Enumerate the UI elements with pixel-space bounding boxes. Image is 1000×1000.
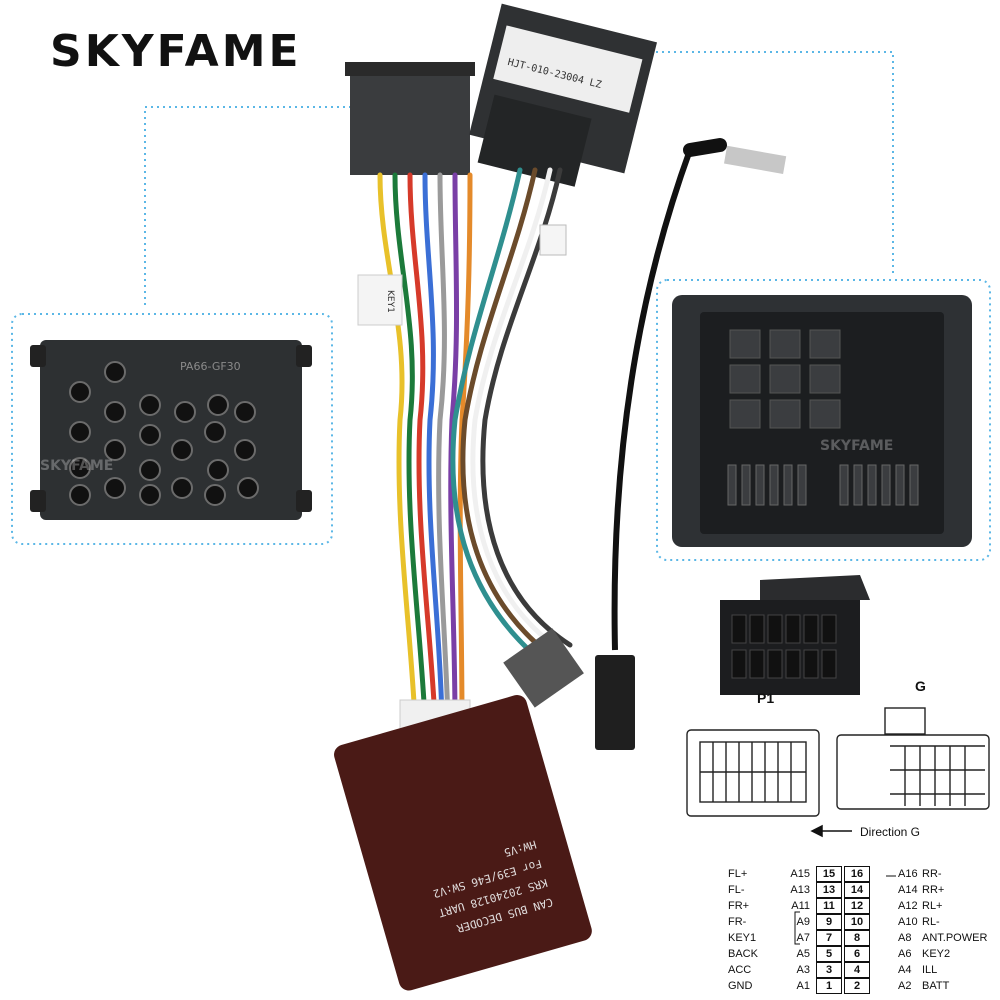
pin-row: FL+ A15 15 16 A16 RR- — [728, 866, 998, 882]
pin-right-number: 8 — [844, 930, 870, 946]
pin-left-label: GND — [728, 980, 753, 992]
pin-right-label: ANT.POWER — [922, 932, 988, 944]
pin-left-number: 7 — [816, 930, 842, 946]
blade-connector: SKYFAME — [672, 295, 972, 547]
pin-right-number: 6 — [844, 946, 870, 962]
pin-right-code: A8 — [898, 932, 912, 944]
pin-row: ACC A3 3 4 A4 ILL — [728, 962, 998, 978]
pin-left-number: 1 — [816, 978, 842, 994]
pin-right-label: RR- — [922, 868, 942, 880]
pin-right-code: A4 — [898, 964, 912, 976]
callout-box-right — [656, 279, 991, 561]
g-drawing — [836, 707, 990, 810]
pin-left-code: A1 — [796, 980, 810, 992]
pin-left-label: BACK — [728, 948, 758, 960]
p1-label: P1 — [757, 690, 775, 706]
pin-row: FR+ A11 11 12 A12 RL+ — [728, 898, 998, 914]
pin-right-code: A16 — [898, 868, 918, 880]
pin-left-number: 5 — [816, 946, 842, 962]
wire-bundle — [377, 167, 573, 723]
pin-left-label: ACC — [728, 964, 752, 976]
direction-arrow — [810, 824, 852, 838]
pin-left-label: FR- — [728, 916, 747, 928]
pin-right-number: 14 — [844, 882, 870, 898]
pin-left-number: 9 — [816, 914, 842, 930]
pin-left-number: 13 — [816, 882, 842, 898]
pin-left-code: A13 — [790, 884, 810, 896]
pin-left-code: A7 — [796, 932, 810, 944]
pin-row: GND A1 1 2 A2 BATT — [728, 978, 998, 994]
pin-right-code: A6 — [898, 948, 912, 960]
watermark-right: SKYFAME — [820, 438, 893, 454]
pin-assignment-table: FL+ A15 15 16 A16 RR- FL- A13 13 14 A14 … — [728, 866, 998, 994]
antenna-cable — [595, 138, 787, 750]
callout-line-right — [590, 51, 894, 275]
round-pin-connector: PA66-GF30 SKYFAME — [30, 340, 312, 520]
grey-connector — [503, 628, 584, 708]
pin-right-code: A10 — [898, 916, 918, 928]
pin-right-number: 16 — [844, 866, 870, 882]
pin-left-number: 11 — [816, 898, 842, 914]
pin-right-number: 10 — [844, 914, 870, 930]
pin-bracket-lines — [794, 875, 896, 945]
top-housings: HJT-010-23004 LZ — [345, 3, 657, 187]
pin-left-label: FL- — [728, 884, 745, 896]
pin-left-number: 15 — [816, 866, 842, 882]
direction-label: Direction G — [860, 825, 921, 839]
pin-right-label: BATT — [922, 980, 950, 992]
pin-row: KEY1 A7 7 8 A8 ANT.POWER — [728, 930, 998, 946]
pin-left-code: A11 — [791, 900, 810, 912]
pin-left-label: FR+ — [728, 900, 750, 912]
pin-left-code: A9 — [796, 916, 810, 928]
callout-box-left — [11, 313, 333, 545]
pin-right-code: A14 — [898, 884, 918, 896]
key-tag: KEY1 — [357, 274, 403, 326]
pin-right-code: A2 — [898, 980, 912, 992]
pin-left-label: FL+ — [728, 868, 748, 880]
pin-right-number: 12 — [844, 898, 870, 914]
pin-right-label: RL- — [922, 916, 940, 928]
g-label: G — [915, 678, 926, 694]
pin-right-number: 4 — [844, 962, 870, 978]
pin-left-label: KEY1 — [728, 932, 757, 944]
brand-logo: SKYFAME — [50, 26, 302, 77]
key-tag-text: KEY1 — [385, 290, 395, 313]
p1-drawing — [686, 729, 820, 817]
pin-row: BACK A5 5 6 A6 KEY2 — [728, 946, 998, 962]
pin-right-code: A12 — [898, 900, 918, 912]
callout-line-left — [144, 106, 350, 305]
pin-left-code: A5 — [796, 948, 810, 960]
pin-left-code: A3 — [796, 964, 810, 976]
pin-right-number: 2 — [844, 978, 870, 994]
pin-row: FL- A13 13 14 A14 RR+ — [728, 882, 998, 898]
pin-left-code: A15 — [790, 868, 810, 880]
pin-left-number: 3 — [816, 962, 842, 978]
pin-right-label: RL+ — [922, 900, 943, 912]
pin-right-label: RR+ — [922, 884, 945, 896]
watermark-left: SKYFAME — [40, 458, 113, 474]
pin-right-label: ILL — [922, 964, 938, 976]
connector-part-code: PA66-GF30 — [180, 360, 241, 373]
can-decoder-box: CAN BUS DECODER KRS 20240128 UART For E3… — [334, 695, 592, 991]
pin-row: FR- A9 9 10 A10 RL- — [728, 914, 998, 930]
pin-right-label: KEY2 — [922, 948, 951, 960]
iso-16pin-connector — [720, 575, 870, 695]
callout-lines — [11, 51, 991, 561]
white-plug-small — [539, 224, 567, 256]
